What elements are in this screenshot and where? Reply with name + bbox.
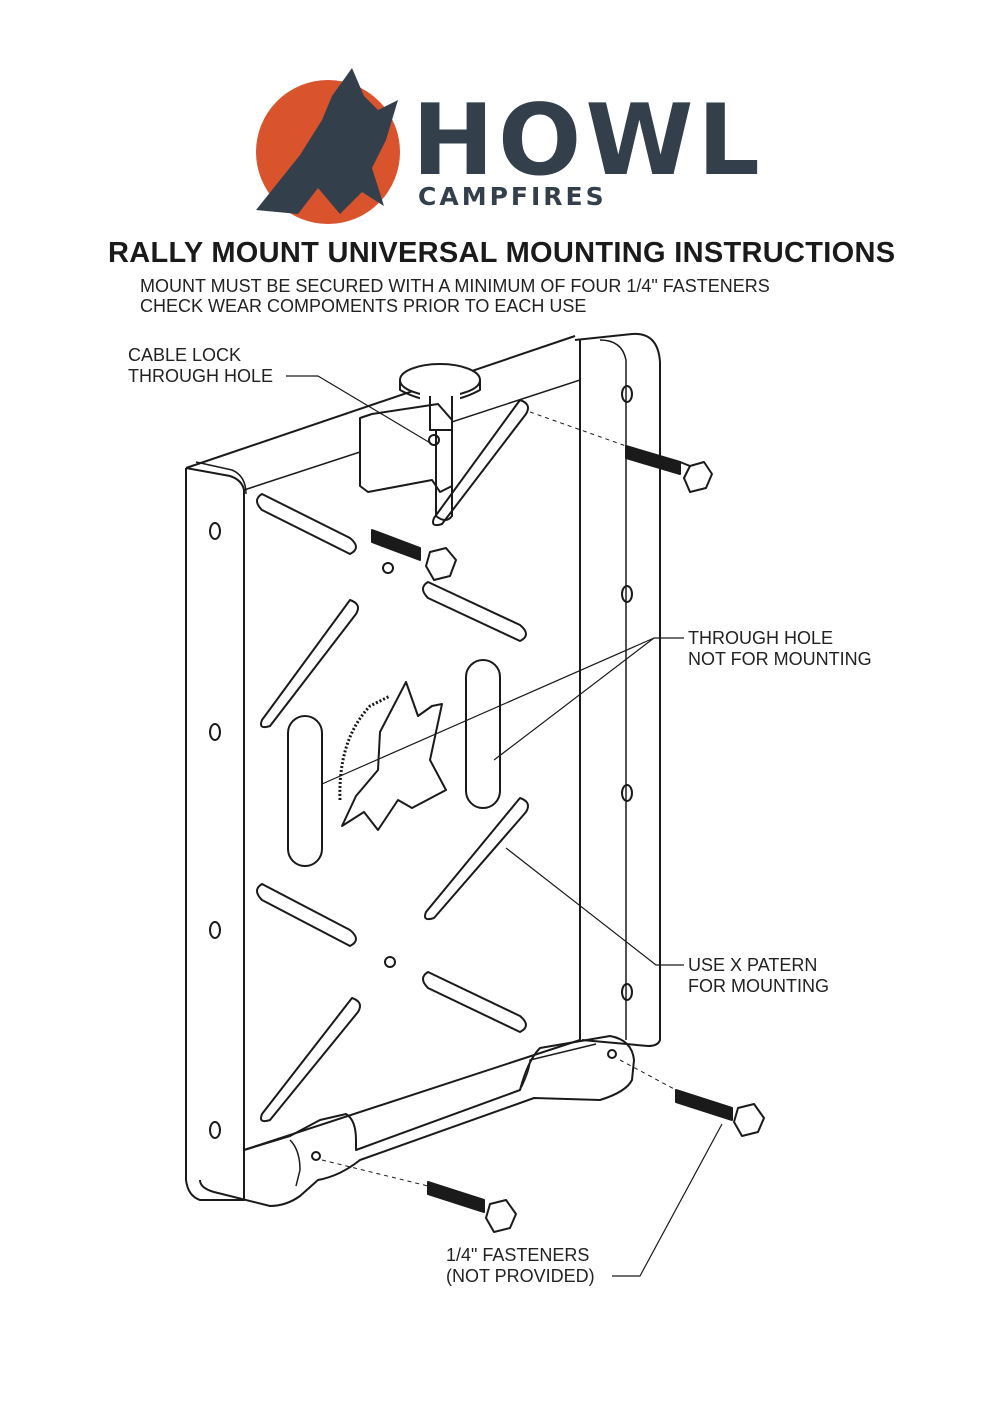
fastener-bolts xyxy=(321,411,765,1233)
plate-face xyxy=(243,380,581,1151)
wolf-cutout xyxy=(338,681,447,831)
callout-through-hole-line-1: THROUGH HOLE xyxy=(688,628,834,648)
left-flange-holes xyxy=(209,522,221,1139)
bolt-lower-right xyxy=(675,1089,765,1137)
page-title: RALLY MOUNT UNIVERSAL MOUNTING INSTRUCTI… xyxy=(108,237,896,269)
rally-mount-plate xyxy=(185,332,765,1277)
subtitle-line-2: CHECK WEAR COMPOMENTS PRIOR TO EACH USE xyxy=(140,296,587,316)
bolt-lower-left xyxy=(427,1181,517,1233)
callout-cable-lock-line-1: CABLE LOCK xyxy=(128,345,242,365)
bolt-upper-mid xyxy=(371,529,457,581)
logo-wolf-head xyxy=(256,68,398,214)
bolt-top-right xyxy=(625,445,713,493)
cable-lock-pin xyxy=(359,363,481,521)
left-flange xyxy=(185,467,245,1201)
howl-logo xyxy=(256,68,400,224)
subtitle-line-1: MOUNT MUST BE SECURED WITH A MINIMUM OF … xyxy=(140,276,770,296)
callout-x-pattern-line-2: FOR MOUNTING xyxy=(688,976,829,996)
plate-top-edge xyxy=(185,335,576,469)
callout-fasteners-line-1: 1/4" FASTENERS xyxy=(446,1245,590,1265)
callout-through-hole: THROUGH HOLE NOT FOR MOUNTING xyxy=(688,628,872,670)
right-flange-holes xyxy=(621,385,633,1001)
callout-fasteners: 1/4" FASTENERS (NOT PROVIDED) xyxy=(446,1245,595,1287)
leader-lines xyxy=(286,375,723,1277)
callout-x-pattern: USE X PATERN FOR MOUNTING xyxy=(688,955,829,997)
logo-sub-text: CAMPFIRES xyxy=(418,182,607,211)
callout-cable-lock-line-2: THROUGH HOLE xyxy=(128,366,274,386)
callout-through-hole-line-2: NOT FOR MOUNTING xyxy=(688,649,872,669)
callout-fasteners-line-2: (NOT PROVIDED) xyxy=(446,1266,595,1286)
callout-cable-lock: CABLE LOCK THROUGH HOLE xyxy=(128,345,273,387)
callout-x-pattern-line-1: USE X PATERN xyxy=(688,955,818,975)
logo-brand-text: HOWL xyxy=(412,84,764,198)
bottom-bracket xyxy=(199,1035,635,1207)
mounting-slots xyxy=(256,399,529,1123)
right-flange xyxy=(574,332,661,1047)
